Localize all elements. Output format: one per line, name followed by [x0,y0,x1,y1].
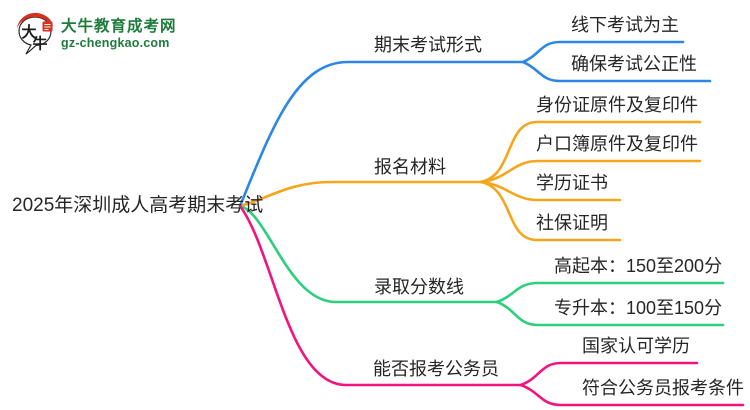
child-zhuanshengben-label: 专升本：100至150分 [554,298,723,318]
branch-materials-label: 报名材料 [374,157,446,177]
branch-materials-line [238,180,483,208]
branch-exam-format-line [238,60,525,208]
logo-seal-marks [44,24,51,30]
child-household-line [479,159,702,184]
child-offline-exam-label: 线下考试为主 [571,15,679,35]
branch-exam-format-label: 期末考试形式 [374,35,482,55]
logo-text-block: 大牛教育成考网 gz-chengkao.com [61,17,177,51]
child-idcard-label: 身份证原件及复印件 [536,95,698,115]
child-social-line [479,180,622,242]
child-diploma-line [479,180,622,202]
child-recognized-label: 国家认可学历 [582,336,690,356]
branch-scoreline-label: 录取分数线 [374,277,464,297]
site-url: gz-chengkao.com [61,36,170,50]
logo-char-da: 大 [22,23,37,41]
branch-civilservant-line [238,204,523,387]
logo-seal-stamp [42,21,53,32]
child-diploma-label: 学历证书 [536,173,608,193]
child-zhuanshengben-line [495,300,725,327]
site-name: 大牛教育成考网 [61,18,177,35]
root-node-label: 2025年深圳成人高考期末考试 [12,195,264,216]
logo-red-arc [17,12,53,28]
child-fairness-label: 确保考试公正性 [571,54,697,74]
child-recognized-line [519,361,699,387]
child-social-label: 社保证明 [536,213,608,233]
logo-char-niu: 牛 [33,35,48,53]
site-logo: 大 牛 大牛教育成考网 gz-chengkao.com [12,9,177,59]
child-offline-exam-line [521,40,685,64]
child-idcard-line [479,120,702,184]
branch-scoreline-line [238,204,499,304]
child-gaoqiben-line [495,281,725,304]
child-gaoqiben-label: 高起本：150至200分 [554,256,723,276]
child-household-label: 户口簿原件及复印件 [536,134,698,154]
daniu-logo-icon: 大 牛 [17,12,53,55]
branch-civilservant-label: 能否报考公务员 [373,359,499,379]
child-qualify-label: 符合公务员报考条件 [582,378,744,398]
child-fairness-line [521,60,712,83]
child-qualify-line [519,383,745,407]
